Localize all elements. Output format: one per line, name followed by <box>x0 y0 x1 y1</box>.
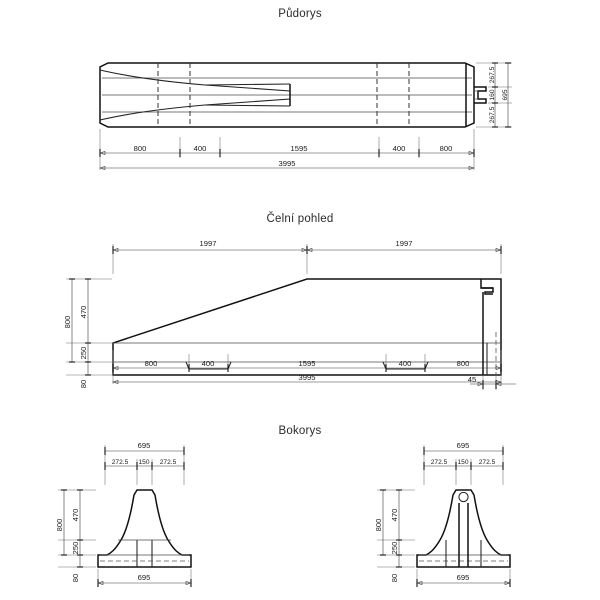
plan-body-outline <box>99 62 475 128</box>
side-left-dim-height-total: 800 <box>55 519 64 532</box>
front-dim-bottom-4: 400 <box>399 359 412 368</box>
side-right-dim-height-upper: 470 <box>390 509 399 522</box>
side-left-top-dimensions: 695 272.5 150 272.5 <box>104 441 185 485</box>
side-right-profile-outline <box>416 489 511 568</box>
front-dim-top-1: 1997 <box>200 239 217 248</box>
front-left-dimensions: 800 470 250 80 <box>63 278 112 388</box>
plan-inner-lines <box>102 77 472 113</box>
side-left-dim-bottom-width: 695 <box>138 573 151 582</box>
plan-right-dimensions: 267.5 160 267.5 695 <box>476 62 512 128</box>
side-view-right-profile: 695 272.5 150 272.5 <box>374 441 511 587</box>
plan-view-drawing: 267.5 160 267.5 695 800 <box>99 62 512 171</box>
side-right-dim-top-3: 272.5 <box>479 459 496 466</box>
side-right-vertical-dimensions: 800 470 250 80 <box>374 489 415 582</box>
side-view-left-profile: 695 272.5 150 272.5 <box>55 441 192 587</box>
plan-bottom-dimensions: 800 400 1595 400 800 3995 <box>99 129 475 171</box>
side-left-dim-height-mid: 250 <box>71 542 80 555</box>
front-dim-height-mid: 250 <box>79 347 88 360</box>
plan-dim-bottom-5: 800 <box>440 144 453 153</box>
side-right-dim-bottom-width: 695 <box>457 573 470 582</box>
front-dim-bottom-2: 400 <box>202 359 215 368</box>
front-dim-height-upper: 470 <box>79 306 88 319</box>
front-dim-top-2: 1997 <box>396 239 413 248</box>
side-right-dim-top-2: 150 <box>457 459 468 466</box>
plan-dim-bottom-2: 400 <box>194 144 207 153</box>
side-right-dim-height-base: 80 <box>390 574 399 582</box>
plan-dim-bottom-1: 800 <box>134 144 147 153</box>
front-dim-bottom-1: 800 <box>145 359 158 368</box>
front-dim-height-base: 80 <box>79 380 88 388</box>
side-left-dim-top-3: 272.5 <box>160 459 177 466</box>
plan-view-title: Půdorys <box>278 8 322 20</box>
plan-dim-right-1: 267.5 <box>489 66 496 83</box>
plan-dim-right-3: 267.5 <box>489 106 496 123</box>
front-dim-bottom-3: 1595 <box>299 359 316 368</box>
front-top-dimensions: 1997 1997 <box>112 239 502 274</box>
side-left-dim-top-2: 150 <box>138 459 149 466</box>
side-right-dim-top-total: 695 <box>457 441 470 450</box>
side-left-dim-height-upper: 470 <box>71 509 80 522</box>
side-right-lifting-hole-icon <box>458 491 469 503</box>
side-left-dim-height-base: 80 <box>71 574 80 582</box>
side-left-dim-top-total: 695 <box>138 441 151 450</box>
side-left-bottom-dimension: 695 <box>97 569 192 587</box>
plan-joint-markers <box>157 63 410 127</box>
plan-dim-right-2: 160 <box>489 89 496 100</box>
front-dim-height-total: 800 <box>63 316 72 329</box>
front-view-bottom-dimensions: 800 400 1595 400 800 3995 <box>112 350 502 385</box>
side-left-dim-top-1: 272.5 <box>112 459 129 466</box>
front-dim-bottom-5: 800 <box>457 359 470 368</box>
side-view-title: Bokorys <box>278 425 322 437</box>
front-dim-45: 45 <box>468 375 476 384</box>
side-left-profile-outline <box>97 489 192 568</box>
plan-taper-wedge <box>99 69 291 121</box>
plan-dim-bottom-3: 1595 <box>291 144 308 153</box>
plan-end-coupling-detail <box>465 63 487 127</box>
side-right-top-dimensions: 695 272.5 150 272.5 <box>423 441 504 485</box>
side-right-dim-height-mid: 250 <box>390 542 399 555</box>
side-right-dim-height-total: 800 <box>374 519 383 532</box>
plan-dim-bottom-4: 400 <box>393 144 406 153</box>
front-dim-bottom-total: 3995 <box>299 373 316 382</box>
side-right-internal-webs <box>445 503 482 567</box>
front-base-notches <box>185 361 429 370</box>
plan-dim-bottom-total: 3995 <box>279 159 296 168</box>
front-bottom-dimension-chain: 800 400 1595 400 800 3995 <box>112 350 502 385</box>
side-right-dim-top-1: 272.5 <box>431 459 448 466</box>
plan-dim-right-total: 695 <box>502 89 509 100</box>
front-view-title: Čelní pohled <box>266 213 334 225</box>
side-right-bottom-dimension: 695 <box>416 569 511 587</box>
side-left-vertical-dimensions: 800 470 250 80 <box>55 489 96 582</box>
